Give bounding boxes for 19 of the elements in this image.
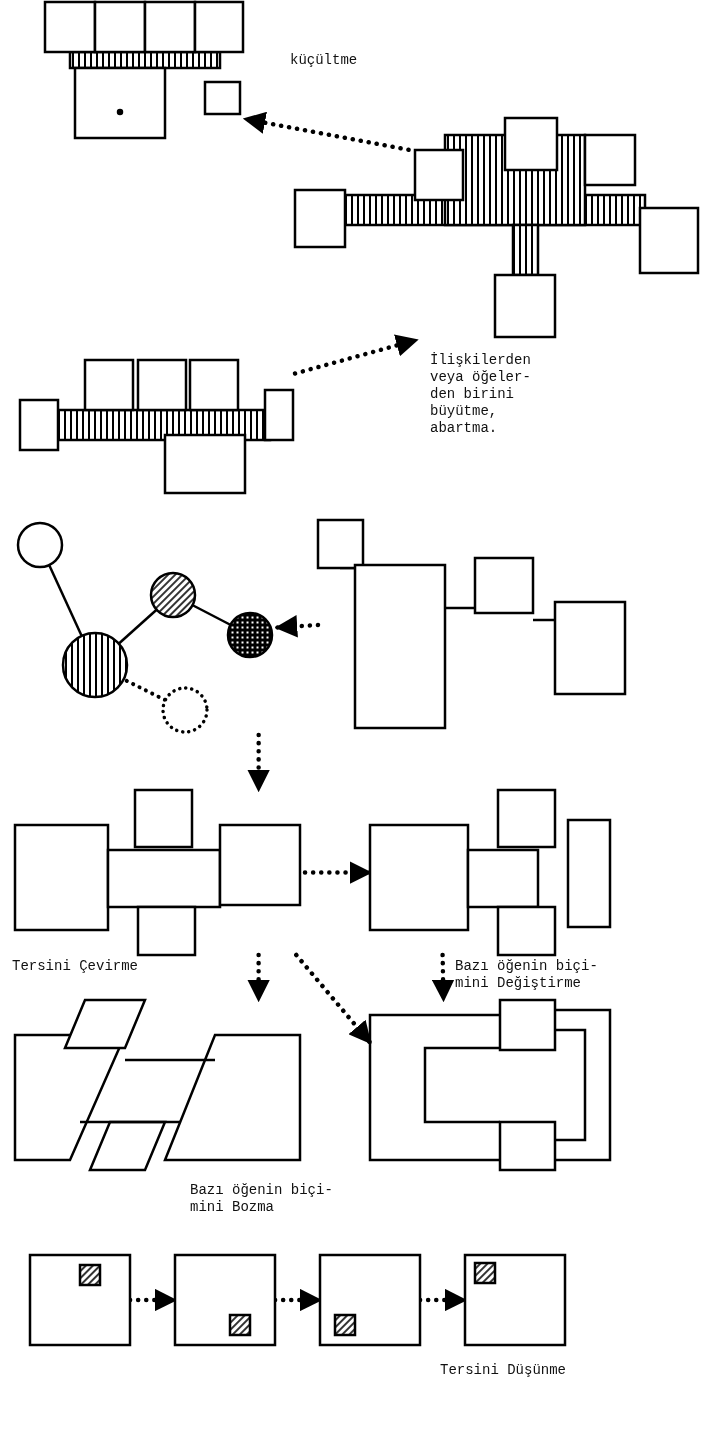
block-plan-drawing (20, 360, 295, 495)
annotation-text: Bazı öğenin biçi- mini Bozma (190, 1182, 334, 1216)
dotted-arrow (294, 952, 373, 1045)
dotted-arrow (274, 615, 321, 638)
dotted-arrow (247, 732, 270, 793)
dotted-arrow (431, 952, 455, 1003)
annotation-text: Bazı öğenin biçi- mini Değiştirme (455, 958, 599, 992)
square-drawing (175, 1255, 275, 1345)
annotation-text: Tersini Düşünme (440, 1362, 568, 1379)
square-drawing (320, 1255, 420, 1345)
square-drawing (465, 1255, 565, 1345)
square-drawing (30, 1255, 130, 1345)
annotation-text: İlişkilerden veya öğeler- den birini büyütme, abartma. (430, 352, 532, 437)
dotted-arrow (247, 952, 270, 1003)
block-plan-drawing (370, 790, 612, 955)
annotation-text: Tersini Çevirme (12, 958, 140, 975)
annotation-text: küçültme (290, 52, 359, 69)
dotted-arrow (292, 334, 419, 376)
block-plan-drawing (318, 520, 628, 730)
